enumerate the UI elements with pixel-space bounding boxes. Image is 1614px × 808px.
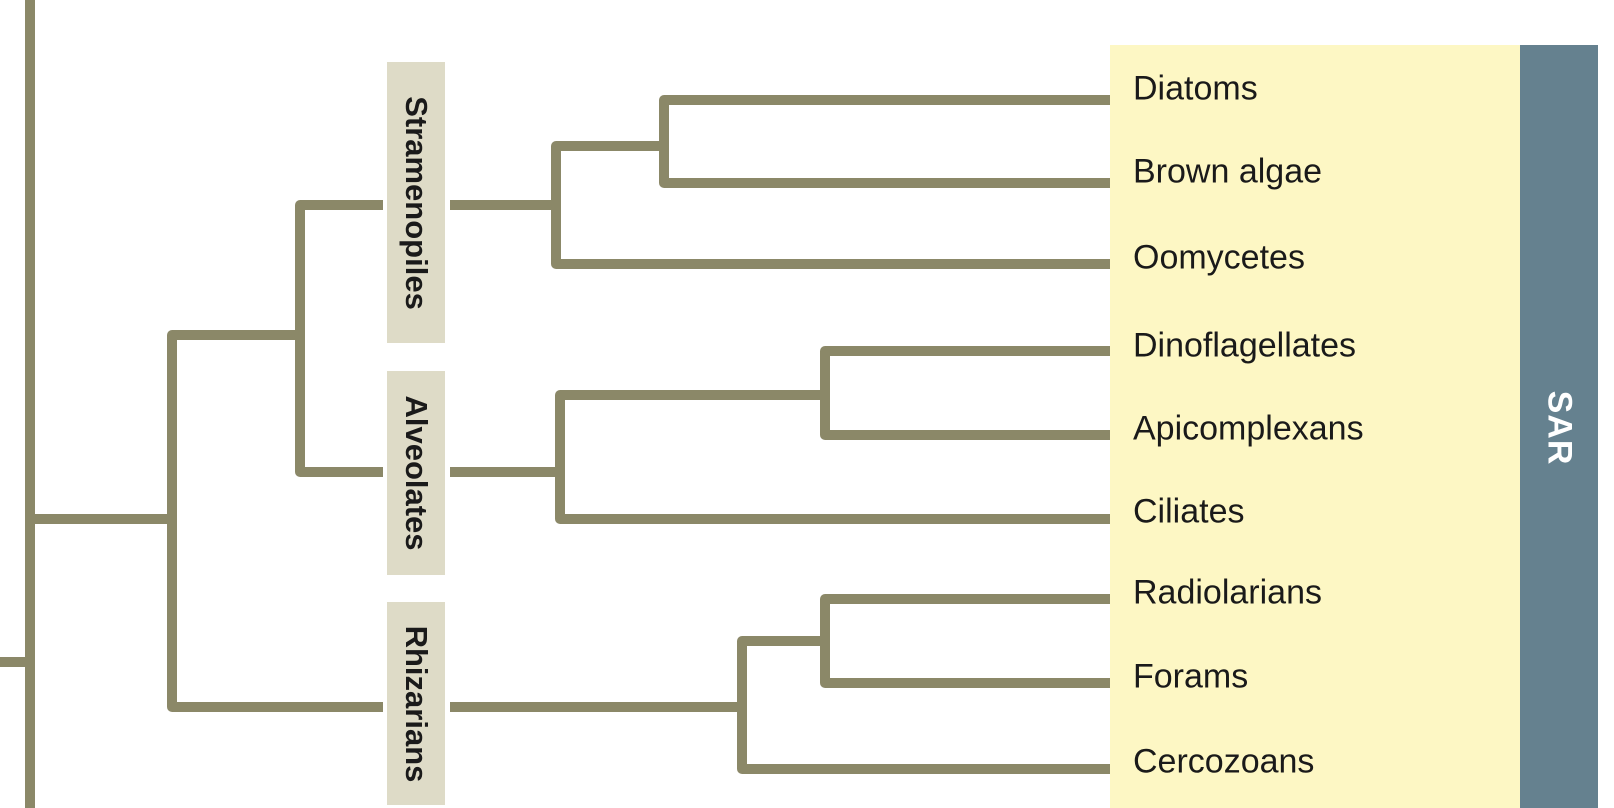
clade-label-alveolates: Alveolates: [387, 371, 445, 575]
clade-label-rhizarians: Rhizarians: [387, 602, 445, 805]
taxon-label-diatoms: Diatoms: [1133, 69, 1258, 108]
clade-label-text: Alveolates: [399, 395, 434, 551]
clade-label-stramenopiles: Stramenopiles: [387, 62, 445, 343]
diatoms-brownalgae-node: [659, 95, 1110, 188]
dinoflagellates-apicomplexans-node: [820, 346, 1110, 440]
taxon-label-apicomplexans: Apicomplexans: [1133, 409, 1364, 448]
alveolates-node: [555, 390, 1110, 524]
radiolarians-forams-node: [820, 594, 1110, 688]
taxon-label-oomycetes: Oomycetes: [1133, 238, 1305, 277]
taxon-label-ciliates: Ciliates: [1133, 492, 1245, 531]
clade-label-text: Stramenopiles: [399, 95, 434, 310]
taxon-label-brown-algae: Brown algae: [1133, 152, 1323, 191]
sar-node: [167, 330, 300, 712]
rhizarians-node: [737, 636, 1110, 774]
taxon-label-dinoflagellates: Dinoflagellates: [1133, 326, 1357, 365]
taxon-label-radiolarians: Radiolarians: [1133, 573, 1322, 612]
taxon-label-cercozoans: Cercozoans: [1133, 742, 1315, 781]
sar-bracket: [1520, 45, 1598, 808]
stramenopiles-node: [551, 141, 1110, 269]
taxon-label-forams: Forams: [1133, 657, 1249, 696]
sa-node: [295, 200, 383, 477]
taxa-label-panel: [1110, 45, 1520, 808]
clade-label-text: Rhizarians: [399, 625, 434, 782]
